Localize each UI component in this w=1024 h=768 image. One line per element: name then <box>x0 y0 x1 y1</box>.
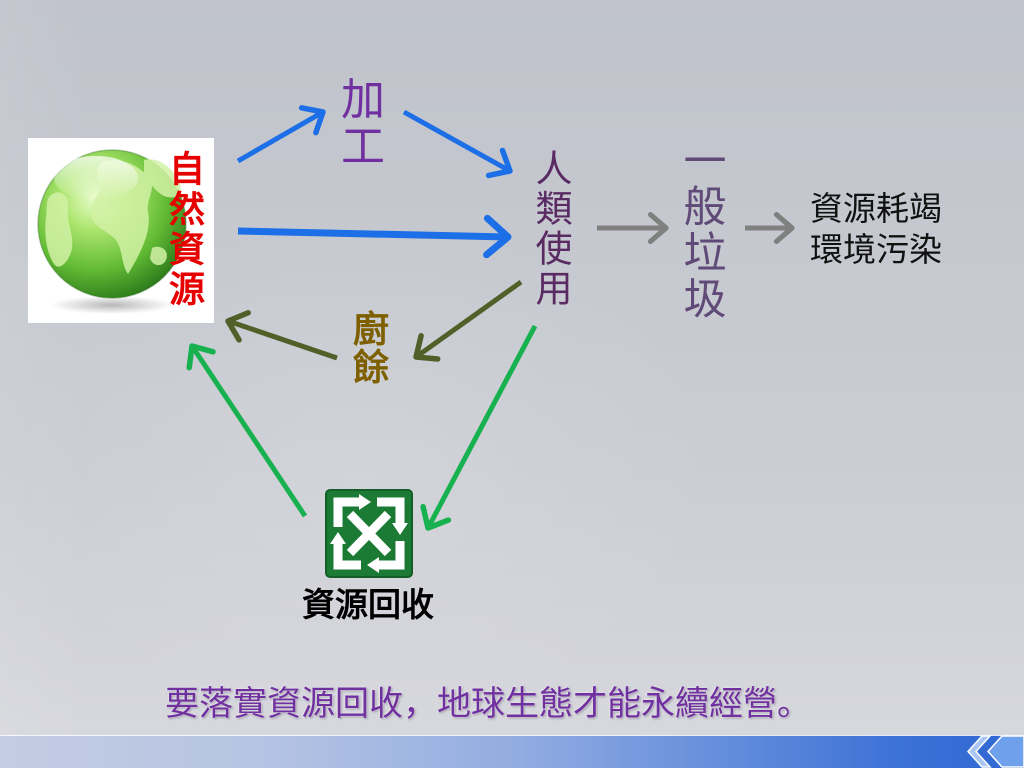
recycle-cross <box>346 510 392 557</box>
continent-shape <box>150 246 167 266</box>
recycle-arrowheads <box>330 494 408 573</box>
globe-icon <box>28 138 214 323</box>
arrow-resources-to-processing <box>236 105 326 164</box>
arrow-food-waste-to-resources <box>225 310 338 361</box>
recycle-arrowhead <box>392 523 408 535</box>
recycle-icon <box>325 489 413 578</box>
recycle-arrow <box>377 541 405 570</box>
outcome-line: 環境污染 <box>810 231 942 268</box>
arrow-processing-to-use <box>402 109 513 179</box>
continent-shape <box>144 159 181 198</box>
recycle-symbol <box>333 497 405 570</box>
recycle-arrow <box>333 497 361 527</box>
outcomes-text: 資源耗竭 環境污染 <box>810 188 942 270</box>
general-garbage-label: 一般垃圾 <box>677 138 725 322</box>
recycle-arrowhead <box>359 494 371 510</box>
double-chevron-left-icon <box>966 735 1024 768</box>
recycle-arrow <box>377 497 405 525</box>
globe-shadow <box>50 296 174 314</box>
globe-highlight <box>54 156 138 200</box>
footer-bar <box>0 735 1024 768</box>
outcome-line: 資源耗竭 <box>810 190 942 227</box>
natural-resources-label: 自然資源 <box>164 150 205 310</box>
recycle-arrowhead <box>367 557 379 573</box>
chevron-left-icon <box>986 735 1024 768</box>
continent-shape <box>45 192 73 267</box>
recycle-arrowhead <box>330 532 346 544</box>
food-waste-label: 廚餘 <box>348 310 389 386</box>
arrow-use-to-recycling <box>420 324 538 531</box>
arrow-use-to-food-waste <box>413 279 523 362</box>
chevron-left-icon <box>966 735 992 768</box>
arrow-recycling-to-resources <box>186 343 308 518</box>
processing-label: 加工 <box>334 76 383 170</box>
footer-message: 要落實資源回收，地球生態才能永續經營。 <box>165 685 811 723</box>
human-use-label: 人類使用 <box>530 149 571 309</box>
arrow-resources-to-use <box>237 214 512 259</box>
recycle-arrow <box>333 542 361 570</box>
recycling-label: 資源回收 <box>302 586 434 623</box>
